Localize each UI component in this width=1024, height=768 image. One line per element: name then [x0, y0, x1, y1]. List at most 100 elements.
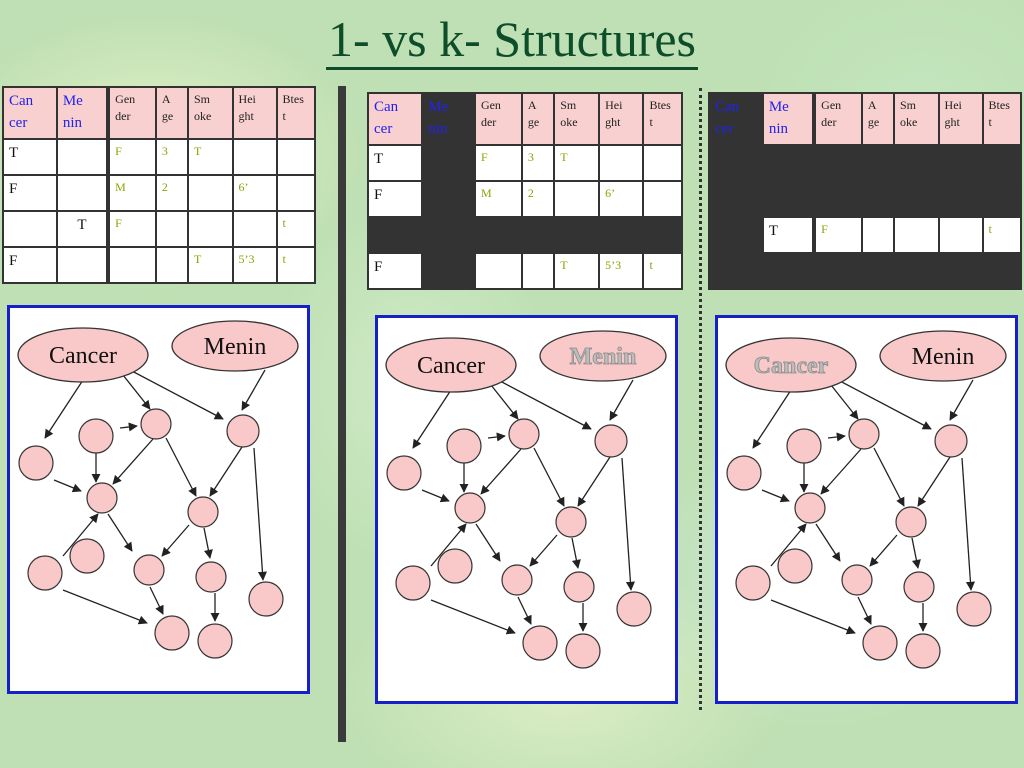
col-smoke: Sm oke [553, 92, 601, 146]
graph-edge [609, 379, 634, 421]
col-cancer: Can cer [708, 92, 764, 146]
col-menin: Me nin [55, 86, 111, 140]
col-gender: Gen der [107, 86, 157, 140]
graph-edge [430, 523, 467, 567]
cell [421, 144, 476, 182]
cell [892, 216, 940, 254]
cell [154, 246, 189, 284]
cell [981, 144, 1023, 182]
graph-node [956, 591, 992, 627]
cell [275, 138, 317, 176]
graph-edge [209, 446, 243, 497]
menin-label: Menin [204, 334, 267, 360]
menin-label: Menin [912, 344, 975, 370]
graph-edge [815, 523, 841, 562]
cell: F [813, 216, 863, 254]
graph-node [555, 506, 587, 538]
graph-edge [761, 489, 790, 503]
cell: 5’3 [231, 246, 278, 284]
menin-node [879, 330, 1007, 382]
graph-edge [517, 596, 532, 625]
cell: M [107, 174, 157, 212]
vertical-divider [338, 86, 346, 742]
cell [860, 252, 895, 290]
cell [107, 246, 157, 284]
cell [520, 252, 556, 290]
graph-node [140, 408, 172, 440]
graph-node [78, 418, 114, 454]
col-btest: Btes t [981, 92, 1023, 146]
graph-edge [487, 432, 506, 442]
table-row: F M 2 6’ [2, 174, 317, 212]
cell: T [366, 144, 424, 182]
col-btest: Btes t [275, 86, 317, 140]
graph-edge [497, 379, 592, 430]
graph-edge [430, 599, 516, 635]
cell [231, 210, 278, 248]
graph-edge [911, 537, 921, 569]
cell [154, 210, 189, 248]
graph-edge [770, 523, 807, 567]
cancer-node [725, 337, 857, 393]
cell [981, 180, 1023, 218]
cell [472, 216, 523, 254]
slide-title: 1- vs k- Structures [0, 10, 1024, 70]
cell [761, 252, 816, 290]
cell [761, 180, 816, 218]
graph-edge [421, 489, 450, 503]
cell [642, 180, 683, 218]
graph-node [777, 548, 813, 584]
cell [472, 252, 523, 290]
cell: t [275, 210, 317, 248]
graph-edge [533, 447, 565, 507]
cell [892, 252, 940, 290]
table-row: F M 2 6’ [366, 180, 683, 218]
graph-node [934, 424, 968, 458]
graph-node [522, 625, 558, 661]
cell [813, 252, 863, 290]
cell: T [553, 252, 601, 290]
cancer-node [17, 327, 149, 383]
graph-edge [820, 448, 862, 495]
graph-edge [490, 384, 519, 420]
graph-svg: Cancer Menin [725, 330, 1007, 669]
graph-edge [53, 479, 82, 493]
cancer-label: Cancer [417, 353, 485, 379]
graph-node [195, 561, 227, 593]
cell: 3 [154, 138, 189, 176]
graph-edge [253, 447, 267, 581]
menin-label: Menin [570, 344, 637, 370]
cell: 6’ [598, 180, 645, 218]
cell [981, 252, 1023, 290]
col-age: A ge [154, 86, 189, 140]
cell [761, 144, 816, 182]
col-cancer: Can cer [366, 92, 424, 146]
cell: 3 [520, 144, 556, 182]
graph-edge [949, 379, 974, 421]
col-height: Hei ght [937, 92, 984, 146]
cell [642, 216, 683, 254]
graph-edge [827, 432, 846, 442]
cell: t [275, 246, 317, 284]
cell [520, 216, 556, 254]
graph-edge [480, 448, 522, 495]
graph-node [197, 623, 233, 659]
cell: 2 [520, 180, 556, 218]
graph-edge [44, 379, 84, 439]
graph-edge [869, 534, 898, 567]
graph-node [735, 565, 771, 601]
graph-edge [62, 589, 148, 625]
cell [860, 180, 895, 218]
col-gender: Gen der [472, 92, 523, 146]
cell [937, 180, 984, 218]
graph-edge [241, 369, 266, 411]
cancer-label: Cancer [754, 353, 829, 379]
table-row: T F 3 T [366, 144, 683, 182]
graph-node [437, 548, 473, 584]
graph-edge [119, 422, 138, 432]
table-row: T F 3 T [2, 138, 317, 176]
graph-node [18, 445, 54, 481]
graph-edge [830, 384, 859, 420]
cell: T [761, 216, 817, 254]
